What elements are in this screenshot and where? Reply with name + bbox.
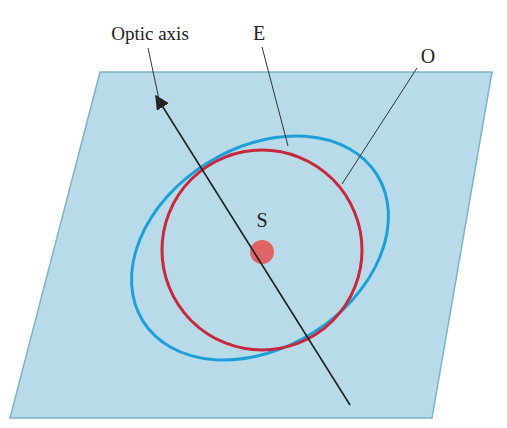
- wavefront-label: E: [253, 23, 265, 43]
- leader-line: [148, 48, 160, 104]
- leader-line: [342, 68, 417, 184]
- optic-axis-line: [156, 96, 350, 405]
- wavefront-label: O: [421, 46, 435, 66]
- crystal-plane: [10, 72, 492, 418]
- leader-line: [262, 47, 288, 146]
- extraordinary-wavefront: [90, 90, 430, 406]
- ordinary-wavefront: [162, 150, 362, 350]
- source-label: S: [256, 210, 267, 230]
- axis-label: Optic axis: [111, 24, 189, 43]
